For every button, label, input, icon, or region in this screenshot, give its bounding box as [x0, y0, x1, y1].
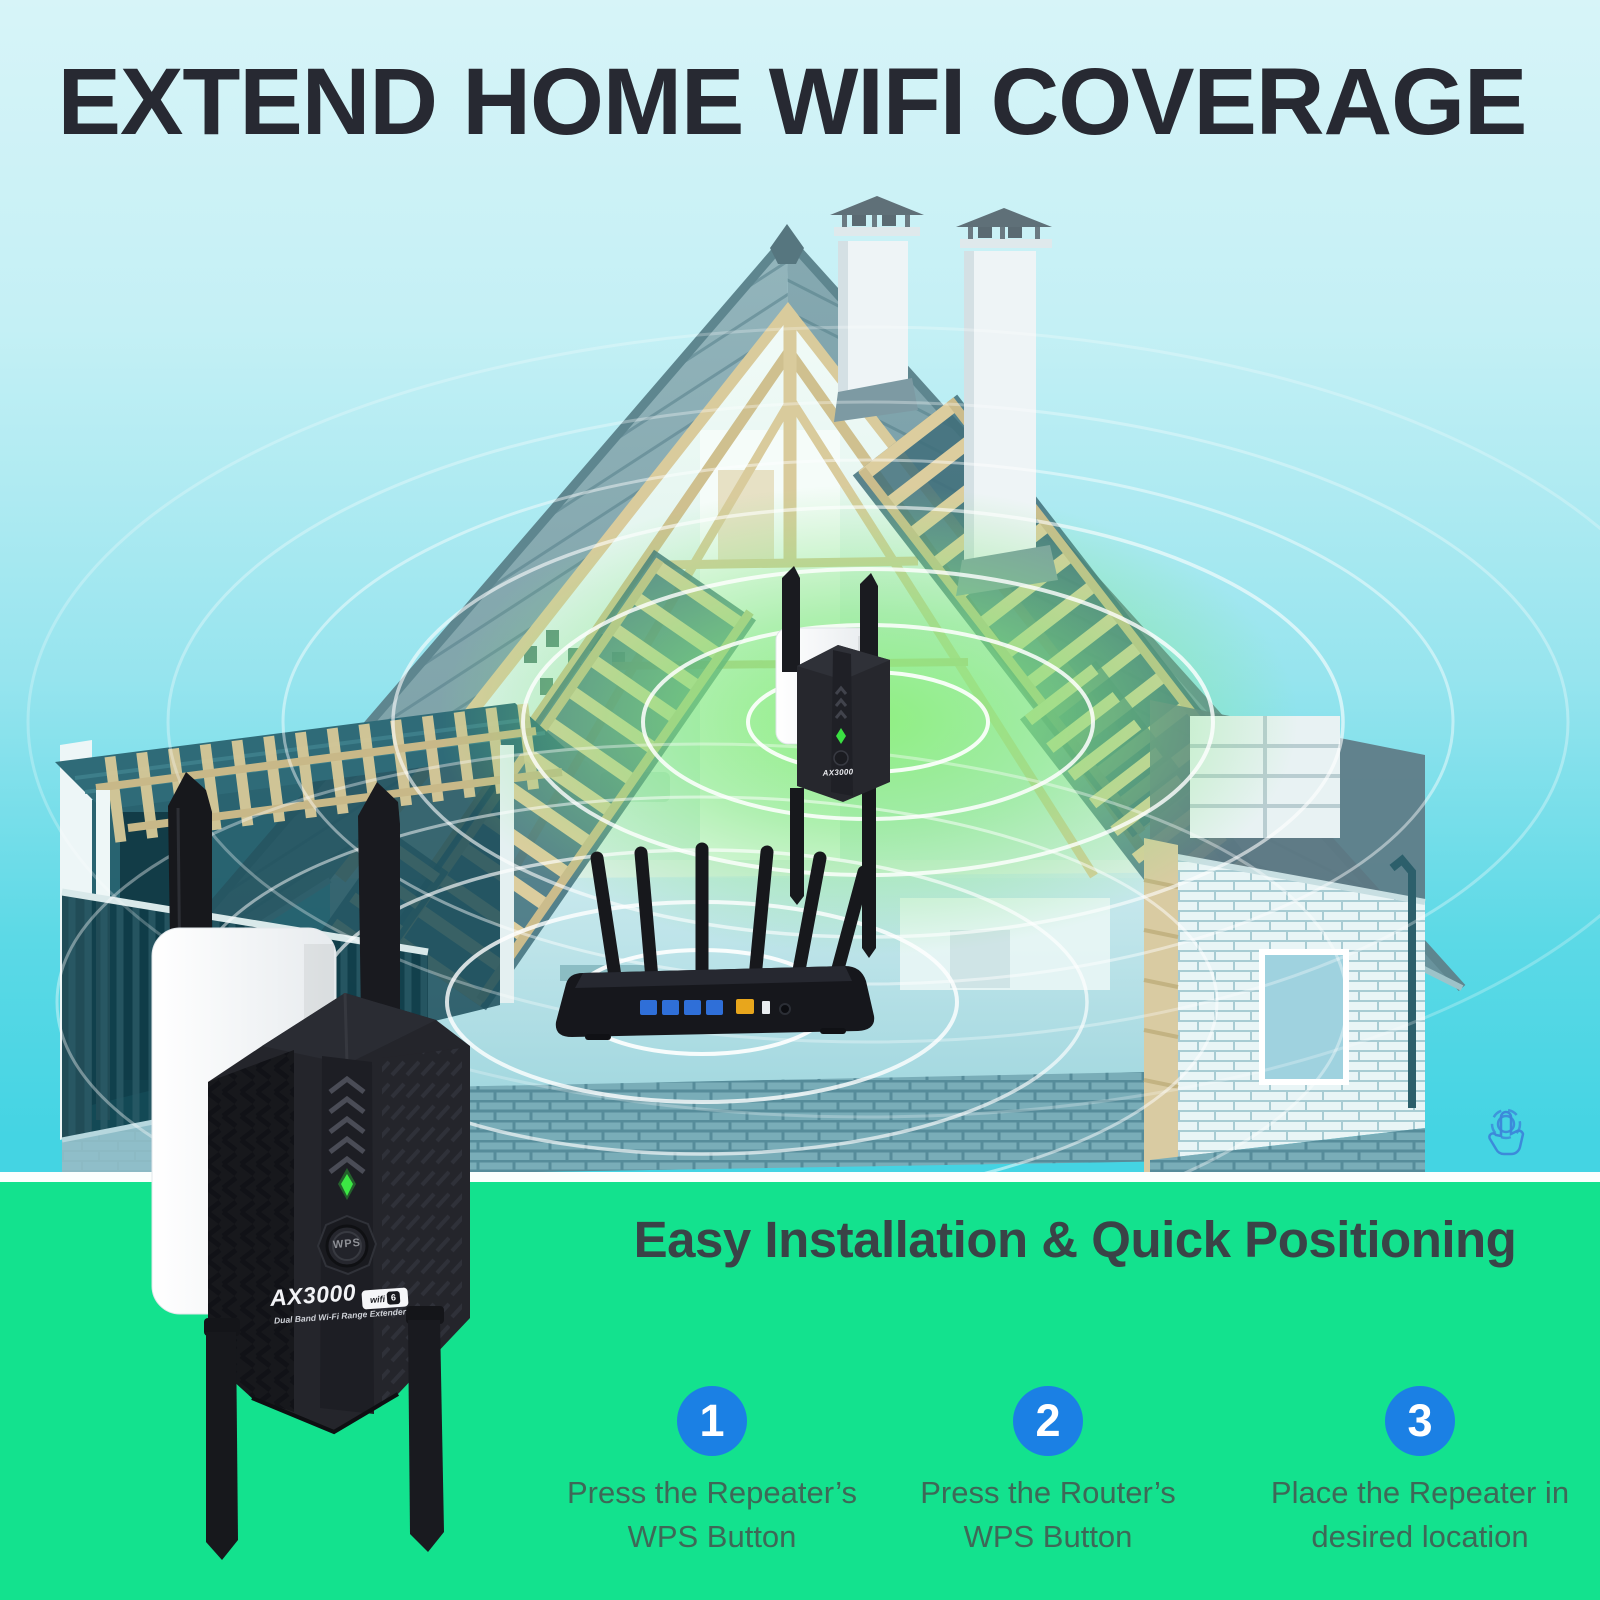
step-text-line2: desired location [1311, 1519, 1529, 1554]
step-text-line2: WPS Button [963, 1519, 1133, 1554]
step-item-3: 3 Place the Repeater in desired location [1240, 1386, 1600, 1559]
step-item-1: 1 Press the Repeater’s WPS Button [532, 1386, 892, 1559]
step-text-line1: Place the Repeater in [1270, 1475, 1570, 1510]
section-divider [0, 1172, 1600, 1182]
step-number-badge: 2 [1013, 1386, 1083, 1456]
step-number-badge: 3 [1385, 1386, 1455, 1456]
step-text: Place the Repeater in desired location [1240, 1471, 1600, 1559]
wifi6-badge-number: 6 [386, 1290, 401, 1305]
step-item-2: 2 Press the Router’s WPS Button [868, 1386, 1228, 1559]
banner-title: EXTEND HOME WIFI COVERAGE [57, 49, 1528, 155]
step-text: Press the Router’s WPS Button [868, 1471, 1228, 1559]
step-text-line1: Press the Router’s [920, 1475, 1176, 1510]
step-text: Press the Repeater’s WPS Button [532, 1471, 892, 1559]
wifi6-badge-wifi: wifi [369, 1293, 386, 1305]
steps-heading: Easy Installation & Quick Positioning [633, 1211, 1517, 1268]
step-text-line2: WPS Button [627, 1519, 797, 1554]
step-number-badge: 1 [677, 1386, 747, 1456]
sky-background [0, 0, 1600, 1172]
step-text-line1: Press the Repeater’s [566, 1475, 858, 1510]
